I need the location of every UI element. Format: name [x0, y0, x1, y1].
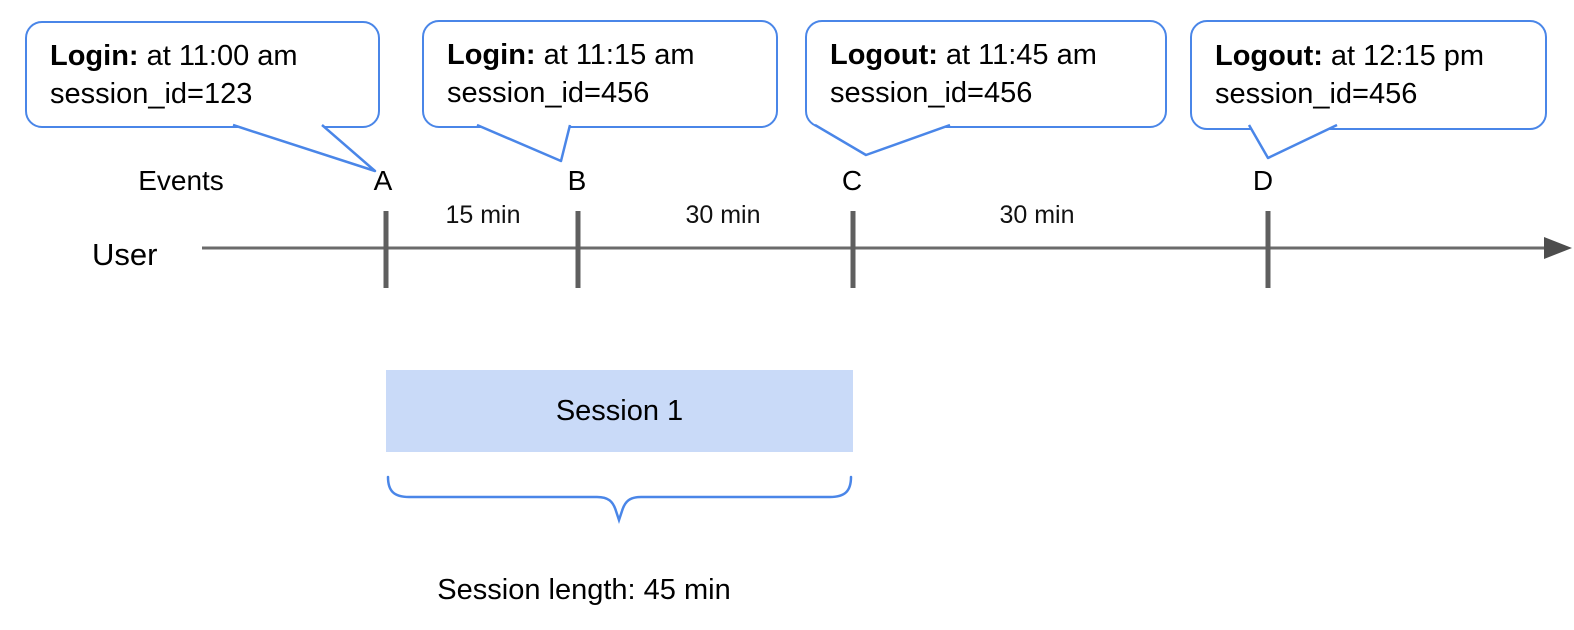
- tick-label-b: B: [567, 165, 587, 196]
- session-brace-icon: [386, 475, 853, 524]
- callout-logout-c: Logout:at 11:45 am session_id=456: [805, 20, 1167, 128]
- callout-line2: session_id=456: [447, 77, 650, 109]
- tick-label-c: C: [841, 165, 863, 196]
- callout-line1: Logout:at 12:15 pm: [1215, 37, 1545, 75]
- session-length-label: Session length: 45 min: [437, 574, 731, 606]
- event-time-label: at 11:45 am: [945, 39, 1097, 71]
- callout-line2: session_id=123: [50, 77, 253, 110]
- callout-tail-c-icon: [814, 123, 951, 157]
- tick-label-a: A: [373, 165, 393, 196]
- event-time-label: at 11:15 am: [543, 39, 695, 71]
- session-bar-label: Session 1: [555, 394, 684, 427]
- callout-logout-d: Logout:at 12:15 pm session_id=456: [1190, 20, 1547, 130]
- callout-line2: session_id=456: [1215, 78, 1418, 110]
- interval-label-cd: 30 min: [999, 201, 1075, 229]
- interval-label-bc: 30 min: [685, 201, 761, 229]
- event-time-label: at 12:15 pm: [1330, 40, 1485, 72]
- event-type-label: Login:: [447, 39, 536, 71]
- callout-line1: Login:at 11:15 am: [447, 36, 776, 74]
- event-time-label: at 11:00 am: [146, 39, 298, 72]
- callout-line1: Logout:at 11:45 am: [830, 36, 1165, 74]
- event-type-label: Logout:: [1215, 40, 1323, 72]
- user-row-label: User: [92, 237, 158, 272]
- session-bar: Session 1: [386, 370, 853, 452]
- event-type-label: Logout:: [830, 39, 938, 71]
- timeline-arrowhead-icon: [1544, 237, 1572, 259]
- event-type-label: Login:: [50, 39, 139, 72]
- callout-tail-b-icon: [476, 123, 572, 163]
- callout-line1: Login:at 11:00 am: [50, 37, 378, 75]
- callout-line2: session_id=456: [830, 77, 1033, 109]
- callout-login-b: Login:at 11:15 am session_id=456: [422, 20, 778, 128]
- callout-login-a: Login:at 11:00 am session_id=123: [25, 21, 380, 128]
- callout-tail-a-icon: [232, 123, 377, 173]
- tick-label-d: D: [1252, 165, 1274, 196]
- events-row-label: Events: [138, 165, 224, 196]
- interval-label-ab: 15 min: [445, 201, 521, 229]
